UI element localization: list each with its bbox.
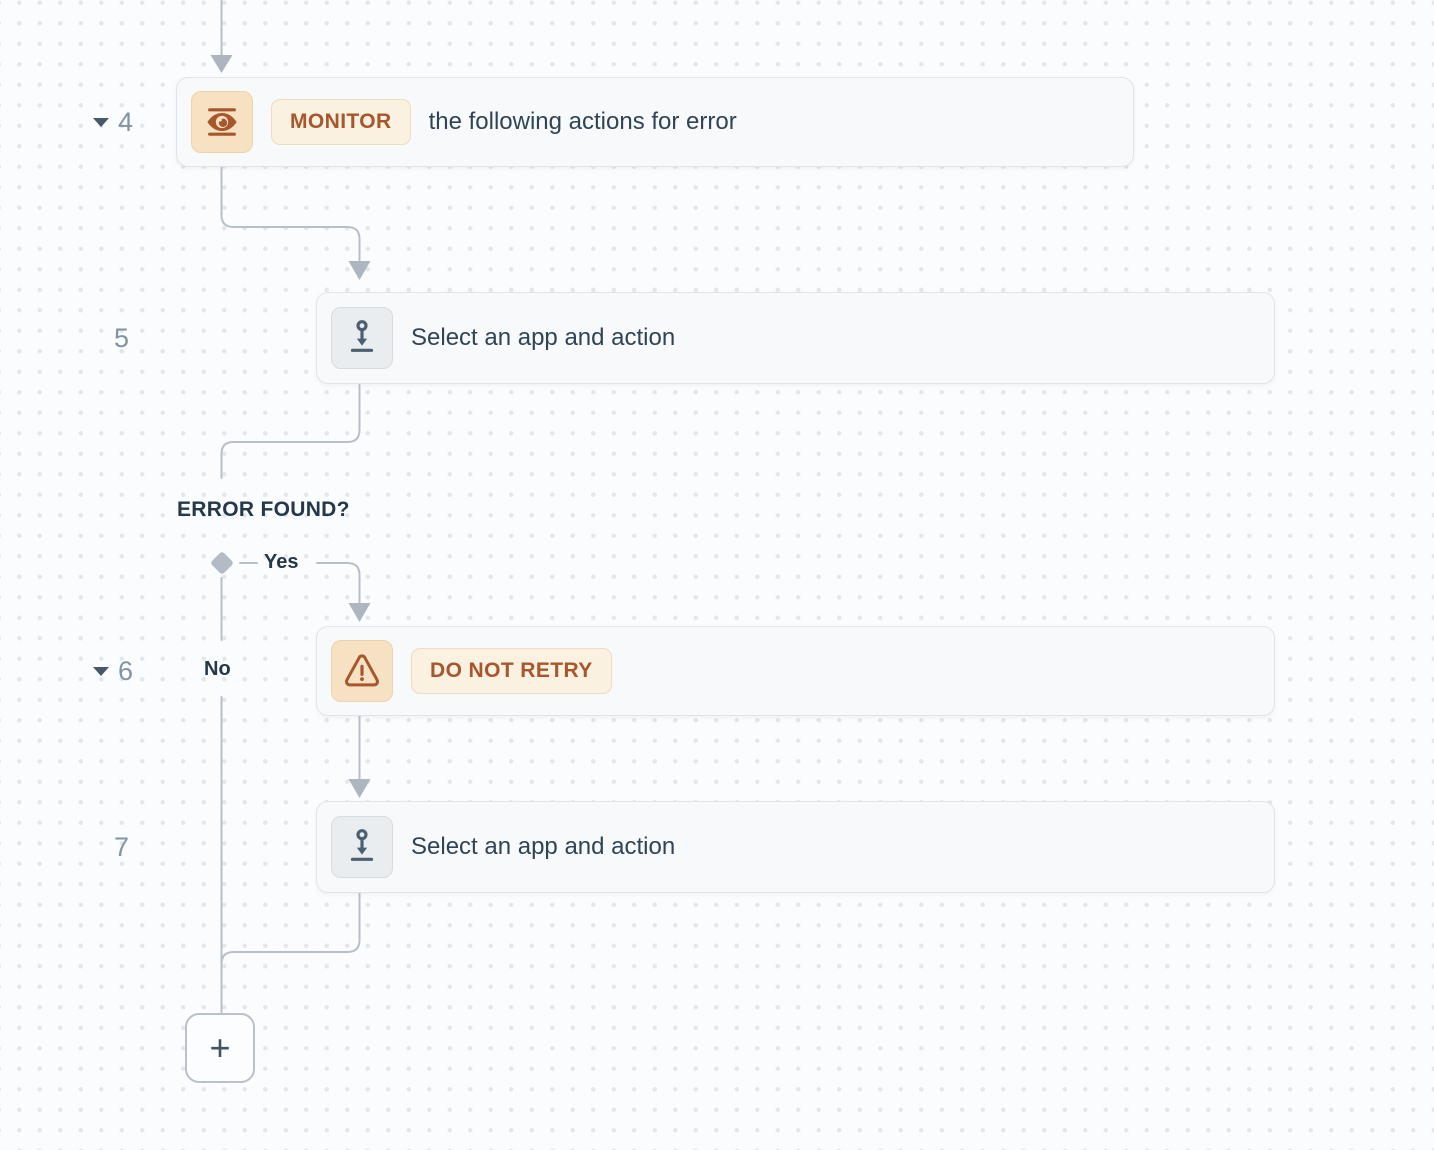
connector-step7-merge xyxy=(220,892,361,965)
branch-yes-label: Yes xyxy=(264,551,299,573)
step-7-gutter: 7 xyxy=(114,834,129,861)
step-6-gutter: 6 xyxy=(93,658,133,685)
branch-question: ERROR FOUND? xyxy=(177,498,350,521)
connector-yes-step6 xyxy=(316,562,361,604)
step-4-gutter: 4 xyxy=(93,109,133,136)
step-4-text: the following actions for error xyxy=(428,108,737,135)
branch-no-label: No xyxy=(204,658,231,680)
step-number: 7 xyxy=(114,832,130,862)
collapse-step-4-icon[interactable] xyxy=(93,118,109,127)
step-number: 5 xyxy=(114,323,130,353)
warning-icon xyxy=(331,640,393,702)
collapse-step-6-icon[interactable] xyxy=(93,667,109,676)
step-5-text: Select an app and action xyxy=(411,324,676,351)
arrowhead-into-step4 xyxy=(210,55,233,73)
step-5-gutter: 5 xyxy=(114,325,129,352)
connector-step5-branch xyxy=(220,384,361,479)
eye-icon xyxy=(191,91,253,153)
step-4-card-monitor[interactable]: MONITOR the following actions for error xyxy=(176,77,1134,167)
step-7-card-select-action[interactable]: Select an app and action xyxy=(316,801,1275,893)
pin-action-icon xyxy=(331,307,393,369)
branch-diamond xyxy=(211,552,233,574)
arrowhead-into-step5 xyxy=(348,261,371,280)
step-5-card-select-action[interactable]: Select an app and action xyxy=(316,292,1275,384)
step-number: 4 xyxy=(118,107,134,137)
add-step-button[interactable]: + xyxy=(185,1013,255,1083)
arrowhead-into-step6 xyxy=(348,603,371,622)
step-7-text: Select an app and action xyxy=(411,833,676,860)
pin-action-icon xyxy=(331,816,393,878)
do-not-retry-badge: DO NOT RETRY xyxy=(411,648,612,694)
monitor-badge: MONITOR xyxy=(271,99,411,145)
arrowhead-into-step7 xyxy=(348,779,371,798)
step-6-card-do-not-retry[interactable]: DO NOT RETRY xyxy=(316,626,1275,716)
step-number: 6 xyxy=(118,656,134,686)
connector-step4-step5 xyxy=(220,166,361,262)
